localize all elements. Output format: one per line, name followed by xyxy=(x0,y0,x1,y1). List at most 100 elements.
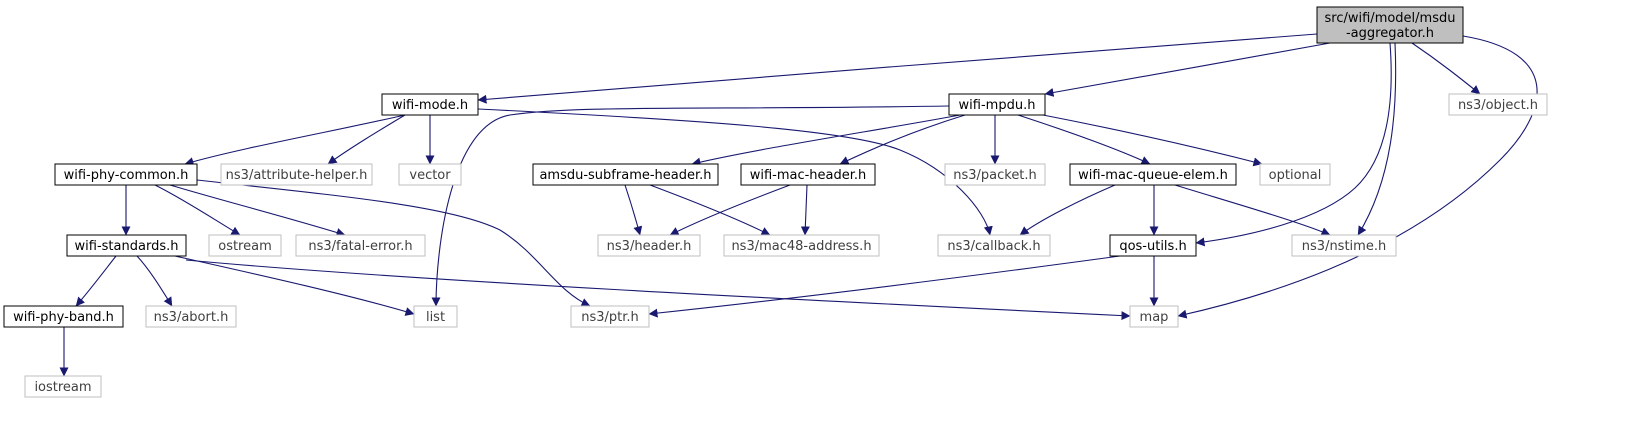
node-wifi-mac-queue-elem[interactable]: wifi-mac-queue-elem.h xyxy=(1069,163,1237,186)
node-box-amsdu-subframe-header xyxy=(532,163,719,186)
node-box-wifi-mpdu xyxy=(948,93,1046,116)
edge-wifi-mpdu-to-amsdu-subframe-header xyxy=(691,114,961,167)
node-wifi-standards[interactable]: wifi-standards.h xyxy=(66,234,187,257)
node-box-fatal-error xyxy=(295,234,426,257)
node-box-wifi-mac-queue-elem xyxy=(1069,163,1237,186)
node-label-iostream: iostream xyxy=(34,380,91,395)
node-box-header xyxy=(597,234,701,257)
node-label-attribute-helper: ns3/attribute-helper.h xyxy=(226,168,368,183)
edge-root-to-qos-utils xyxy=(1195,42,1392,247)
node-iostream: iostream xyxy=(24,375,102,398)
node-label-optional: optional xyxy=(1269,168,1322,183)
node-header: ns3/header.h xyxy=(597,234,701,257)
node-label-map: map xyxy=(1140,310,1169,325)
node-label-wifi-mode: wifi-mode.h xyxy=(392,98,468,113)
edge-wifi-phy-common-to-ostream xyxy=(154,184,241,236)
node-ostream: ostream xyxy=(208,234,282,257)
node-box-root xyxy=(1316,6,1464,44)
edge-wifi-mac-queue-elem-to-nstime xyxy=(1174,184,1331,236)
node-label-amsdu-subframe-header: amsdu-subframe-header.h xyxy=(539,168,711,183)
node-label-abort: ns3/abort.h xyxy=(154,310,229,325)
node-list: list xyxy=(413,305,458,328)
edge-wifi-mac-header-to-header xyxy=(669,184,791,236)
node-box-map xyxy=(1129,305,1179,328)
edge-wifi-mode-to-attribute-helper xyxy=(327,114,406,165)
nodes-layer: src/wifi/model/msdu-aggregator.h wifi-mod… xyxy=(3,6,1548,398)
node-label-root-line-2: -aggregator.h xyxy=(1346,26,1434,41)
node-label-vector: vector xyxy=(409,168,451,183)
edge-amsdu-subframe-header-to-mac48-address xyxy=(649,184,771,236)
node-amsdu-subframe-header[interactable]: amsdu-subframe-header.h xyxy=(532,163,719,186)
node-label-root-line-1: src/wifi/model/msdu xyxy=(1325,11,1456,26)
edge-wifi-standards-to-wifi-phy-band xyxy=(75,255,117,307)
edge-wifi-mode-to-callback xyxy=(477,108,993,236)
node-box-callback xyxy=(937,234,1051,257)
edge-root-to-object xyxy=(1411,42,1481,95)
node-label-qos-utils: qos-utils.h xyxy=(1119,239,1186,254)
node-box-iostream xyxy=(24,375,102,398)
node-box-vector xyxy=(398,163,462,186)
node-box-packet xyxy=(944,163,1046,186)
edge-wifi-standards-to-abort xyxy=(136,255,173,307)
node-vector: vector xyxy=(398,163,462,186)
node-box-wifi-mode xyxy=(381,93,479,116)
edge-wifi-mpdu-to-list xyxy=(431,105,950,307)
edge-wifi-phy-common-to-fatal-error xyxy=(169,184,346,237)
node-wifi-mode[interactable]: wifi-mode.h xyxy=(381,93,479,116)
node-ptr: ns3/ptr.h xyxy=(570,305,650,328)
edge-wifi-mpdu-to-optional xyxy=(1042,114,1263,167)
edge-wifi-mpdu-to-wifi-mac-header xyxy=(839,114,966,165)
edge-wifi-mpdu-to-wifi-mac-queue-elem xyxy=(1017,114,1151,165)
node-box-attribute-helper xyxy=(220,163,373,186)
node-label-wifi-mac-queue-elem: wifi-mac-queue-elem.h xyxy=(1078,168,1228,183)
node-box-wifi-phy-band xyxy=(3,305,124,328)
node-fatal-error: ns3/fatal-error.h xyxy=(295,234,426,257)
node-wifi-mpdu[interactable]: wifi-mpdu.h xyxy=(948,93,1046,116)
node-box-nstime xyxy=(1291,234,1397,257)
node-box-mac48-address xyxy=(723,234,880,257)
node-label-wifi-standards: wifi-standards.h xyxy=(75,239,179,254)
node-optional: optional xyxy=(1259,163,1331,186)
node-wifi-phy-common[interactable]: wifi-phy-common.h xyxy=(54,163,198,186)
node-box-list xyxy=(413,305,458,328)
node-root[interactable]: src/wifi/model/msdu-aggregator.h xyxy=(1316,6,1464,44)
edge-wifi-mode-to-wifi-phy-common xyxy=(184,114,406,166)
edges-layer xyxy=(59,33,1538,377)
node-label-callback: ns3/callback.h xyxy=(947,239,1040,254)
edge-wifi-mac-header-to-mac48-address xyxy=(800,184,810,236)
node-label-list: list xyxy=(426,310,445,325)
node-label-wifi-phy-band: wifi-phy-band.h xyxy=(13,310,114,325)
node-label-wifi-phy-common: wifi-phy-common.h xyxy=(64,168,189,183)
edge-root-to-nstime xyxy=(1357,42,1397,236)
node-nstime: ns3/nstime.h xyxy=(1291,234,1397,257)
node-label-ptr: ns3/ptr.h xyxy=(581,310,639,325)
node-object: ns3/object.h xyxy=(1448,93,1548,116)
node-mac48-address: ns3/mac48-address.h xyxy=(723,234,880,257)
node-box-object xyxy=(1448,93,1548,116)
node-qos-utils[interactable]: qos-utils.h xyxy=(1109,234,1197,257)
node-callback: ns3/callback.h xyxy=(937,234,1051,257)
edge-wifi-phy-common-to-ptr xyxy=(196,179,591,307)
node-box-abort xyxy=(145,305,237,328)
edge-wifi-mac-queue-elem-to-callback xyxy=(1019,184,1116,236)
node-label-wifi-mpdu: wifi-mpdu.h xyxy=(959,98,1036,113)
node-attribute-helper: ns3/attribute-helper.h xyxy=(220,163,373,186)
node-abort: ns3/abort.h xyxy=(145,305,237,328)
node-box-wifi-standards xyxy=(66,234,187,257)
node-label-object: ns3/object.h xyxy=(1458,98,1538,113)
node-box-ptr xyxy=(570,305,650,328)
node-label-header: ns3/header.h xyxy=(607,239,692,254)
node-label-wifi-mac-header: wifi-mac-header.h xyxy=(750,168,867,183)
edge-amsdu-subframe-header-to-header xyxy=(624,184,643,236)
node-wifi-phy-band[interactable]: wifi-phy-band.h xyxy=(3,305,124,328)
edge-wifi-standards-to-map xyxy=(185,259,1131,321)
node-box-wifi-mac-header xyxy=(740,163,876,186)
node-wifi-mac-header[interactable]: wifi-mac-header.h xyxy=(740,163,876,186)
node-label-packet: ns3/packet.h xyxy=(953,168,1037,183)
node-label-nstime: ns3/nstime.h xyxy=(1302,239,1386,254)
edge-root-to-wifi-mode xyxy=(477,33,1318,104)
node-box-wifi-phy-common xyxy=(54,163,198,186)
node-box-qos-utils xyxy=(1109,234,1197,257)
node-label-ostream: ostream xyxy=(218,239,272,254)
